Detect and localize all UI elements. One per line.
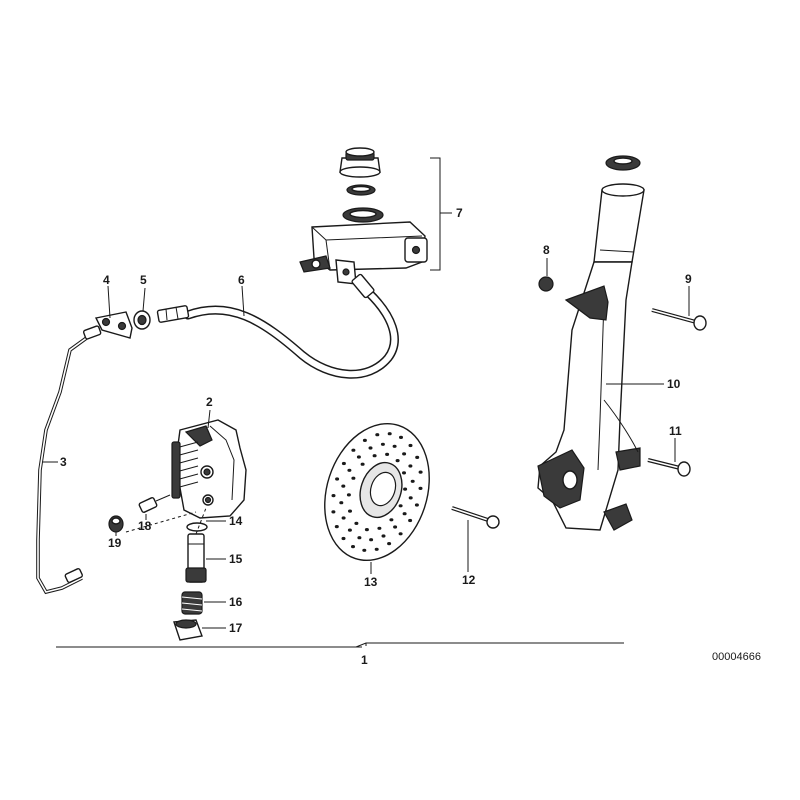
disc-hole bbox=[387, 542, 392, 546]
disc-hole bbox=[351, 545, 355, 549]
callout-2: 2 bbox=[206, 395, 213, 409]
disc-hole bbox=[398, 504, 403, 508]
disc-hole bbox=[389, 518, 394, 522]
brake-fluid-reservoir bbox=[299, 147, 428, 285]
disc-hole bbox=[346, 493, 351, 497]
disc-hole bbox=[362, 548, 367, 552]
disc-hole bbox=[408, 496, 413, 500]
disc-hole bbox=[334, 525, 339, 529]
leader-lines bbox=[42, 258, 690, 629]
disc-hole bbox=[374, 547, 379, 551]
disc-hole bbox=[360, 462, 365, 466]
disc-hole bbox=[398, 532, 403, 536]
disc-hole bbox=[375, 433, 380, 437]
callout-19: 19 bbox=[108, 536, 122, 550]
bracket-7 bbox=[430, 157, 441, 271]
disc-hole bbox=[341, 516, 346, 520]
callout-16: 16 bbox=[229, 595, 243, 609]
disc-hole bbox=[402, 512, 407, 516]
disc-hole bbox=[364, 528, 369, 532]
callout-11: 11 bbox=[669, 424, 682, 438]
disc-bolt-12 bbox=[451, 506, 500, 529]
callout-9: 9 bbox=[685, 272, 692, 286]
callout-12: 12 bbox=[462, 573, 476, 587]
disc-hole bbox=[418, 486, 423, 490]
disc-hole bbox=[414, 503, 419, 507]
fork-slider bbox=[537, 155, 645, 531]
brake-hose bbox=[156, 273, 399, 379]
group-line-1 bbox=[56, 642, 624, 648]
disc-hole bbox=[341, 461, 346, 466]
sleeve-15 bbox=[185, 533, 207, 583]
callout-13: 13 bbox=[364, 575, 378, 589]
callout-17: 17 bbox=[229, 621, 243, 635]
disc-hole bbox=[408, 464, 413, 468]
disc-hole bbox=[362, 438, 367, 442]
nut-17 bbox=[173, 619, 203, 641]
disc-hole bbox=[341, 536, 346, 541]
disc-hole bbox=[392, 444, 397, 448]
callout-5: 5 bbox=[140, 273, 147, 287]
disc-hole bbox=[351, 448, 356, 452]
callout-3: 3 bbox=[60, 455, 67, 469]
disc-hole bbox=[368, 446, 373, 450]
disc-hole bbox=[348, 509, 352, 513]
disc-hole bbox=[408, 443, 413, 448]
callout-10: 10 bbox=[667, 377, 681, 391]
callout-14: 14 bbox=[229, 514, 243, 528]
brake-caliper bbox=[171, 419, 247, 519]
disc-hole bbox=[351, 476, 356, 480]
spring-16 bbox=[181, 591, 203, 615]
disc-hole bbox=[335, 477, 340, 481]
callout-8: 8 bbox=[543, 243, 550, 257]
disc-hole bbox=[402, 452, 407, 456]
callout-18: 18 bbox=[138, 519, 152, 533]
disc-hole bbox=[354, 521, 359, 526]
disc-hole bbox=[387, 432, 392, 436]
disc-hole bbox=[393, 525, 398, 529]
disc-holes bbox=[331, 432, 423, 552]
brake-disc bbox=[324, 422, 430, 562]
disc-hole bbox=[403, 487, 408, 491]
brake-pipe bbox=[36, 325, 102, 595]
pipe-bracket-4 bbox=[94, 311, 133, 339]
diagram-code: 00004666 bbox=[712, 651, 761, 663]
callout-6: 6 bbox=[238, 273, 245, 287]
disc-hole bbox=[415, 455, 420, 459]
disc-hole bbox=[347, 468, 352, 472]
nut-8 bbox=[538, 276, 554, 292]
disc-hole bbox=[341, 484, 346, 488]
dust-cap-19 bbox=[108, 515, 124, 533]
disc-hole bbox=[418, 470, 423, 474]
callout-4: 4 bbox=[103, 273, 110, 287]
disc-hole bbox=[372, 454, 377, 458]
disc-hole bbox=[402, 471, 406, 475]
disc-hole bbox=[331, 494, 336, 498]
disc-hole bbox=[395, 459, 400, 463]
disc-hole bbox=[380, 442, 385, 446]
disc-hole bbox=[377, 526, 382, 530]
disc-hole bbox=[381, 534, 386, 538]
disc-hole bbox=[357, 536, 362, 540]
callout-1: 1 bbox=[361, 653, 368, 667]
disc-hole bbox=[347, 528, 352, 532]
callout-15: 15 bbox=[229, 552, 243, 566]
disc-hole bbox=[399, 435, 403, 439]
disc-hole bbox=[385, 452, 390, 456]
bleeder-screw-18 bbox=[138, 494, 171, 513]
disc-hole bbox=[331, 510, 336, 514]
o-ring-14 bbox=[186, 522, 208, 532]
callout-7: 7 bbox=[456, 206, 463, 220]
bolt-11 bbox=[647, 458, 691, 477]
disc-hole bbox=[356, 455, 361, 459]
bolt-9 bbox=[651, 308, 707, 331]
nut-5 bbox=[133, 310, 151, 330]
callout-labels: 1 2 3 4 5 6 7 8 9 10 11 12 13 14 15 16 1… bbox=[60, 206, 692, 667]
disc-hole bbox=[339, 501, 344, 505]
disc-hole bbox=[369, 538, 374, 542]
disc-hole bbox=[410, 479, 415, 483]
disc-hole bbox=[408, 518, 413, 523]
